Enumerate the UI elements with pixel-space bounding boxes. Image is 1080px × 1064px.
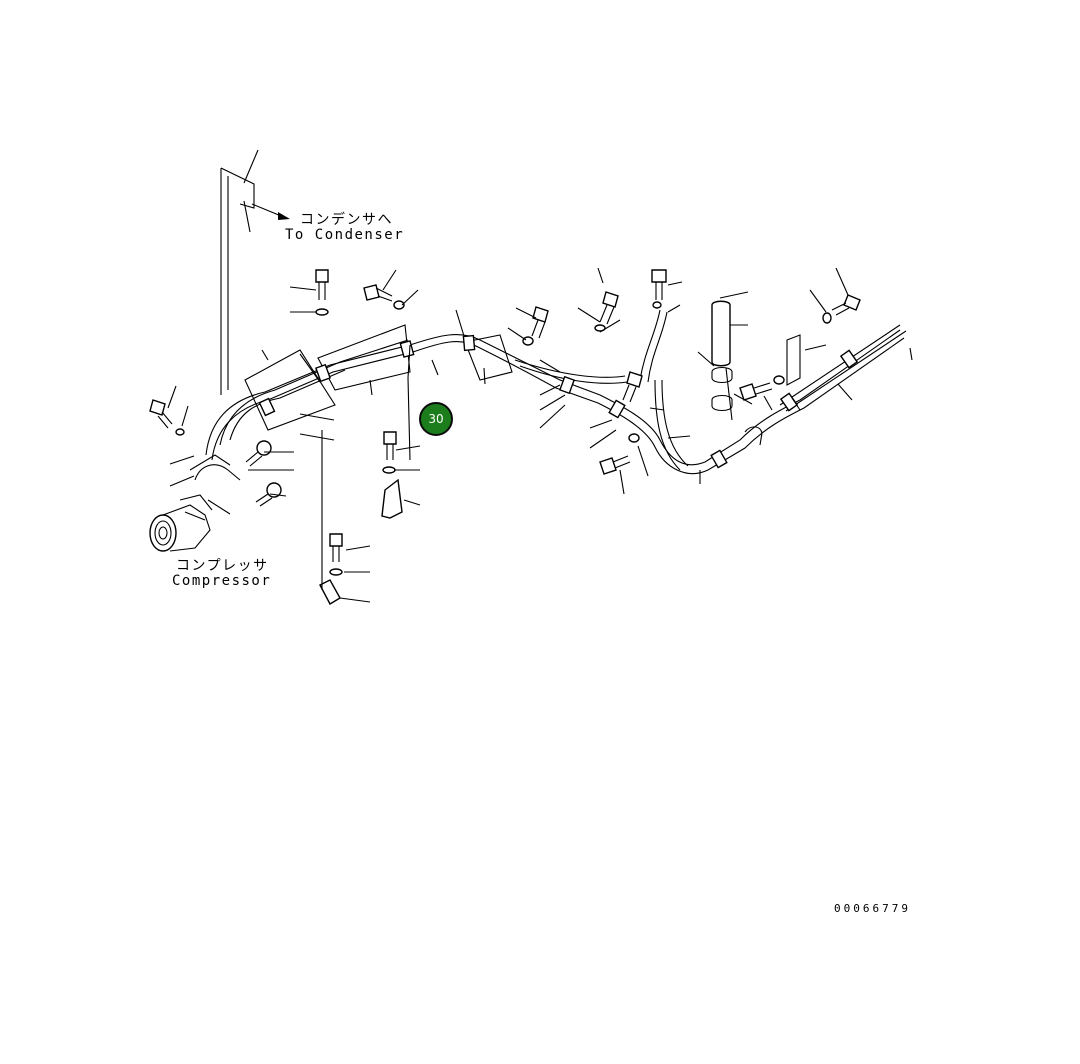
bolts — [149, 269, 861, 562]
condenser-line — [220, 149, 290, 395]
receiver-dryer — [319, 300, 801, 605]
compressor-label-en: Compressor — [172, 573, 272, 589]
condenser-label-jp: コンデンサへ — [300, 212, 393, 228]
hose-clamps — [258, 334, 859, 469]
compressor-label-jp: コンプレッサ — [176, 558, 269, 574]
drawing-number: 00066779 — [834, 902, 911, 915]
washers — [175, 300, 832, 576]
leader-lines — [167, 267, 913, 603]
main-hose — [205, 309, 907, 475]
part-callout-30[interactable]: 30 — [419, 402, 453, 436]
compressor-body — [149, 454, 241, 552]
condenser-label-en: To Condenser — [285, 227, 405, 243]
